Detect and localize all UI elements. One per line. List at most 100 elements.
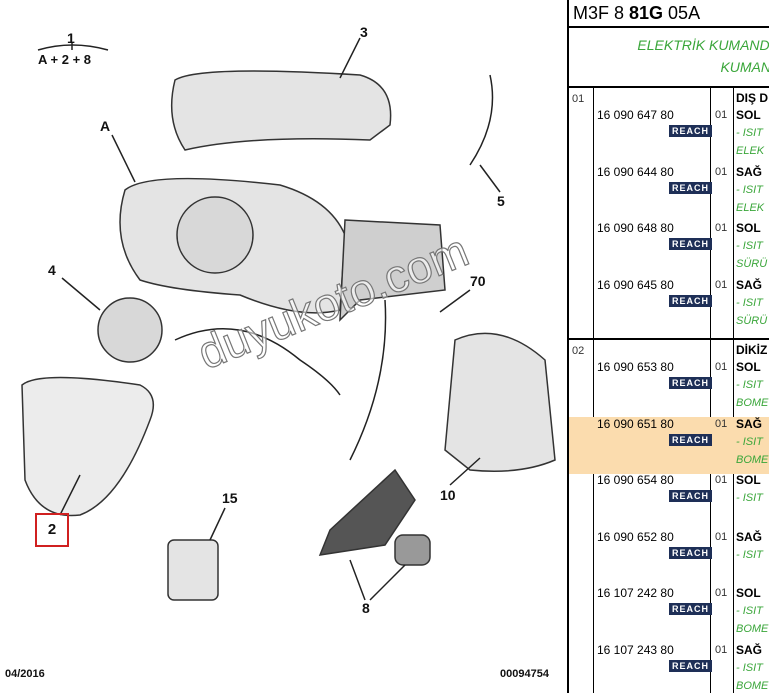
quantity: 01 <box>715 361 728 373</box>
actuator-loose-part <box>97 297 163 363</box>
table-row[interactable]: 16 090 645 80 REACH 01 SAĞ - ISIT SÜRÜ <box>569 278 769 335</box>
reach-badge: REACH <box>669 181 713 194</box>
mirror-cover-part <box>170 70 392 151</box>
title-line: ELEKTRİK KUMANDA <box>637 37 769 53</box>
description-line: BOME <box>736 623 769 635</box>
description-line: - ISIT <box>736 661 763 674</box>
part-number[interactable]: 16 090 645 80 <box>597 277 674 292</box>
quantity: 01 <box>715 474 728 486</box>
mirror-glass-part <box>21 376 155 517</box>
side: SOL <box>736 108 761 122</box>
quantity: 01 <box>715 417 728 430</box>
side: SAĞ <box>736 277 763 292</box>
callout-15: 15 <box>222 490 238 506</box>
quantity: 01 <box>715 278 728 291</box>
side: SOL <box>736 360 761 374</box>
group-separator <box>569 338 769 340</box>
ref-part: M3F 8 <box>573 3 630 23</box>
group-heading: DIŞ D <box>736 91 769 105</box>
callout-1: 1 <box>67 30 75 46</box>
callout-10: 10 <box>440 487 456 503</box>
callout-70: 70 <box>470 273 486 289</box>
quantity: 01 <box>715 165 728 178</box>
description-line: BOME <box>736 397 769 409</box>
side: SAĞ <box>736 164 763 179</box>
description-line: BOME <box>736 679 769 692</box>
part-number[interactable]: 16 090 653 80 <box>597 360 674 374</box>
group-number: 01 <box>572 93 585 105</box>
reach-badge: REACH <box>669 294 713 307</box>
glass-holder-part <box>318 468 416 556</box>
quantity: 01 <box>715 109 728 121</box>
description-line: - ISIT <box>736 183 763 196</box>
table-row[interactable]: 16 090 654 80 REACH 01 SOL - ISIT <box>569 473 769 530</box>
side: SOL <box>736 221 761 235</box>
table-row[interactable]: 16 090 647 80 REACH 01 SOL - ISIT ELEK <box>569 108 769 165</box>
table-row[interactable]: 16 090 652 80 REACH 01 SAĞ - ISIT <box>569 530 769 587</box>
table-row[interactable]: 16 107 242 80 REACH 01 SOL - ISIT BOME <box>569 586 769 643</box>
diagram-date: 04/2016 <box>5 668 45 680</box>
reach-badge: REACH <box>669 546 713 559</box>
quantity: 01 <box>715 222 728 234</box>
reach-badge: REACH <box>669 490 713 502</box>
clip-part <box>394 534 431 566</box>
description-line: - ISIT <box>736 605 763 617</box>
diagram-reference: 00094754 <box>500 668 549 680</box>
side: SAĞ <box>736 642 763 657</box>
base-part <box>339 219 446 322</box>
ref-bold: 81G <box>629 3 664 23</box>
part-number[interactable]: 16 090 652 80 <box>597 529 674 544</box>
table-row[interactable]: 16 090 648 80 REACH 01 SOL - ISIT SÜRÜ <box>569 221 769 278</box>
exploded-parts-diagram: 1 A + 2 + 8 3 A 4 5 70 2 15 10 8 04/2016… <box>5 24 556 680</box>
side: SAĞ <box>736 416 763 431</box>
mirror-illustration <box>21 37 556 601</box>
description-line: - ISIT <box>736 296 763 309</box>
reach-badge: REACH <box>669 377 713 389</box>
actuator-part <box>176 196 254 274</box>
side: SOL <box>736 586 761 600</box>
reach-badge: REACH <box>669 238 713 250</box>
part-number[interactable]: 16 090 648 80 <box>597 221 674 235</box>
part-number[interactable]: 16 107 243 80 <box>597 642 674 657</box>
quantity: 01 <box>715 643 728 656</box>
table-row[interactable]: 16 107 243 80 REACH 01 SAĞ - ISIT BOME <box>569 643 769 700</box>
description-line: ELEK <box>736 145 765 157</box>
description-line: BOME <box>736 453 769 466</box>
quantity: 01 <box>715 587 728 599</box>
side: SOL <box>736 473 761 487</box>
table-row[interactable]: 16 090 651 80 REACH 01 SAĞ - ISIT BOME <box>569 416 769 474</box>
ref-part: 05A <box>663 3 701 23</box>
description-line: SÜRÜ <box>736 314 768 327</box>
table-row[interactable]: 16 090 644 80 REACH 01 SAĞ - ISIT ELEK <box>569 165 769 222</box>
callout-8: 8 <box>362 600 370 616</box>
description-line: ELEK <box>736 201 765 214</box>
callout-2-highlighted[interactable]: 2 <box>35 513 69 547</box>
part-number[interactable]: 16 107 242 80 <box>597 586 674 600</box>
part-number[interactable]: 16 090 644 80 <box>597 164 674 179</box>
part-number[interactable]: 16 090 651 80 <box>597 416 674 431</box>
section-title: ELEKTRİK KUMANDA KUMAN <box>569 28 769 88</box>
title-line: KUMAN <box>720 59 769 75</box>
description-line: - ISIT <box>736 127 763 139</box>
reach-badge: REACH <box>669 433 713 446</box>
description-line: - ISIT <box>736 492 763 504</box>
part-number[interactable]: 16 090 654 80 <box>597 473 674 487</box>
group-heading: DİKİZ <box>736 343 768 357</box>
part-number[interactable]: 16 090 647 80 <box>597 108 674 122</box>
description-line: - ISIT <box>736 548 763 561</box>
table-row[interactable]: 16 090 653 80 REACH 01 SOL - ISIT BOME <box>569 360 769 417</box>
skull-cap-part <box>444 332 556 472</box>
callout-5: 5 <box>497 193 505 209</box>
description-line: - ISIT <box>736 379 763 391</box>
quantity: 01 <box>715 530 728 543</box>
reach-badge: REACH <box>669 125 713 137</box>
catalog-reference: M3F 8 81G 05A <box>569 0 769 28</box>
group-number: 02 <box>572 345 585 357</box>
side: SAĞ <box>736 529 763 544</box>
reach-badge: REACH <box>669 659 713 672</box>
reach-badge: REACH <box>669 603 713 615</box>
description-line: - ISIT <box>736 435 763 448</box>
callout-3: 3 <box>360 24 368 40</box>
switch-part <box>167 539 219 601</box>
